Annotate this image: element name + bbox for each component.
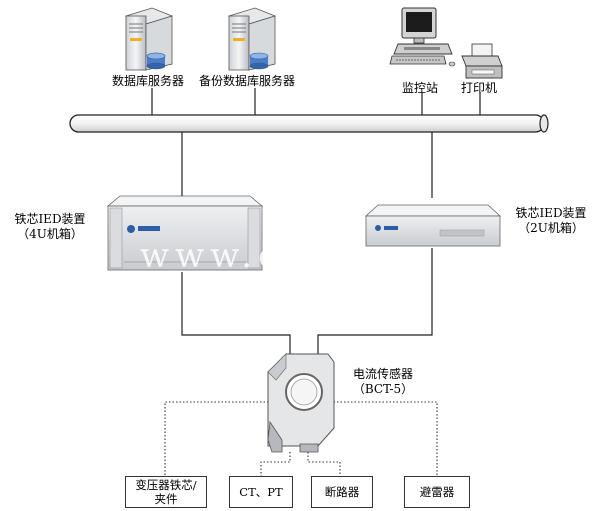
ied-2u-chassis-icon — [364, 204, 502, 247]
database-server-icon — [124, 7, 174, 71]
ied-2u-label-line1: 铁芯IED装置 — [515, 206, 587, 220]
backup-db-server-label: 备份数据库服务器 — [199, 74, 296, 88]
ied-4u-label: 铁芯IED装置 （4U机箱） — [4, 212, 96, 242]
ied-2u-sensor-link — [317, 248, 433, 355]
ied-2u-label-line2: （2U机箱） — [518, 221, 584, 235]
transformer-core-box: 变压器铁芯/ 夹件 — [125, 476, 207, 508]
transformer-core-line1: 变压器铁芯/ — [135, 478, 197, 492]
ied-2u-label: 铁芯IED装置 （2U机箱） — [506, 206, 596, 236]
ied-4u-chassis-icon — [106, 195, 264, 271]
printer-label: 打印机 — [461, 81, 498, 95]
breaker-label: 断路器 — [324, 485, 360, 499]
breaker-box: 断路器 — [311, 476, 373, 508]
field-wiring — [164, 401, 438, 476]
current-sensor-label-line1: 电流传感器 — [352, 367, 413, 381]
backup-database-server-icon — [227, 7, 277, 71]
db-server-label: 数据库服务器 — [112, 74, 185, 88]
printer-icon — [461, 43, 503, 79]
network-bus — [69, 114, 549, 133]
ied-4u-sensor-link — [181, 272, 291, 355]
current-sensor-icon — [267, 353, 335, 453]
ct-pt-box: CT、PT — [229, 476, 293, 508]
ct-pt-label: CT、PT — [239, 485, 283, 499]
monitor-station-icon — [389, 7, 456, 67]
current-sensor-label-line2: （BCT-5） — [352, 382, 414, 396]
ied-4u-label-line1: 铁芯IED装置 — [14, 212, 86, 226]
current-sensor-label: 电流传感器 （BCT-5） — [345, 367, 421, 397]
arrester-label: 避雷器 — [419, 485, 455, 499]
watermark-text: www.el — [140, 236, 302, 276]
monitor-station-label: 监控站 — [402, 81, 439, 95]
transformer-core-line2: 夹件 — [154, 492, 178, 506]
ied-4u-label-line2: （4U机箱） — [17, 227, 83, 241]
arrester-box: 避雷器 — [404, 476, 470, 508]
